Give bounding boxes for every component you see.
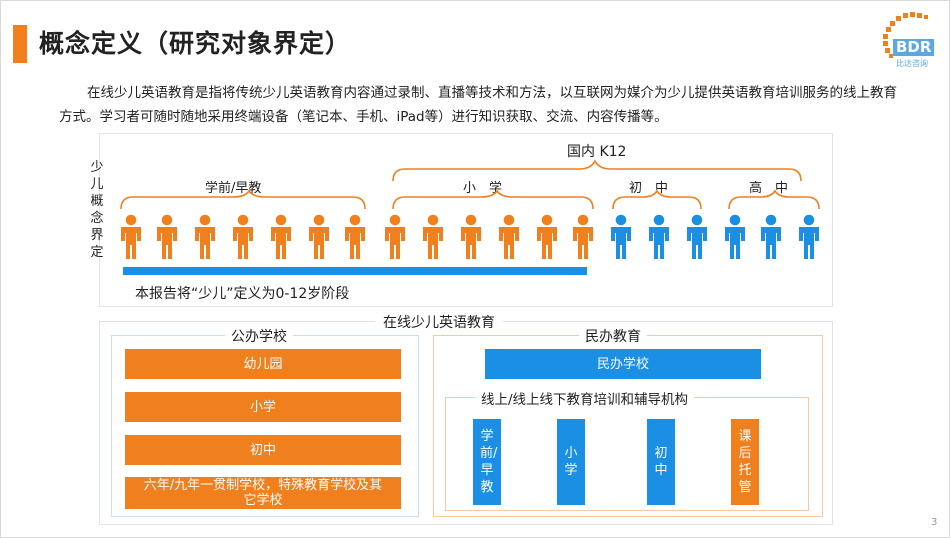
- public-item-junior: 初中: [125, 435, 401, 465]
- person-icon-5: [271, 214, 291, 259]
- person-icon-9: [423, 214, 443, 259]
- person-icon-3: [195, 214, 215, 259]
- private-school-box: 民办学校: [485, 349, 761, 379]
- training-item-junior: 初中: [647, 419, 675, 505]
- person-icon-7: [345, 214, 365, 259]
- public-item-other: 六年/九年一贯制学校，特殊教育学校及其它学校: [125, 477, 401, 509]
- public-school-label: 公办学校: [225, 326, 293, 346]
- person-icon-10: [461, 214, 481, 259]
- label-senior: 高 中: [749, 181, 789, 196]
- intro-paragraph: 在线少儿英语教育是指将传统少儿英语教育内容通过录制、直播等技术和方法，以互联网为…: [59, 85, 897, 125]
- logo-subtitle: 比达咨询: [896, 59, 928, 68]
- person-icon-14: [611, 214, 631, 259]
- definition-note: 本报告将“少儿”定义为0-12岁阶段: [135, 286, 350, 302]
- person-icon-16: [687, 214, 707, 259]
- age-range-bar: [123, 267, 587, 275]
- person-icon-19: [799, 214, 819, 259]
- public-item-kindergarten: 幼儿园: [125, 349, 401, 379]
- private-education-label: 民办教育: [579, 326, 647, 346]
- person-icon-4: [233, 214, 253, 259]
- page-title: 概念定义（研究对象界定）: [39, 29, 352, 58]
- label-primary: 小 学: [463, 181, 503, 196]
- age-definition-panel: [99, 133, 833, 307]
- logo-name: BDR: [893, 39, 935, 56]
- side-label: 少儿概念界定: [90, 160, 104, 260]
- training-item-after-school-care: 课后托管: [731, 419, 759, 505]
- person-icon-17: [725, 214, 745, 259]
- person-icon-6: [309, 214, 329, 259]
- person-icon-18: [761, 214, 781, 259]
- person-icon-12: [537, 214, 557, 259]
- education-title: 在线少儿英语教育: [375, 312, 503, 332]
- label-domestic-k12: 国内 K12: [567, 144, 627, 160]
- person-icon-13: [573, 214, 593, 259]
- person-icon-8: [385, 214, 405, 259]
- page-number: 3: [931, 517, 938, 528]
- person-icon-1: [121, 214, 141, 259]
- training-institutions-label: 线上/线上线下教育培训和辅导机构: [475, 388, 695, 408]
- person-icon-11: [499, 214, 519, 259]
- training-item-preschool: 学前/早教: [473, 419, 501, 505]
- person-icon-2: [157, 214, 177, 259]
- bdr-logo-icon: [883, 12, 928, 58]
- public-item-primary: 小学: [125, 392, 401, 422]
- training-item-primary: 小学: [557, 419, 585, 505]
- title-accent-bar: [13, 25, 27, 63]
- person-icon-15: [649, 214, 669, 259]
